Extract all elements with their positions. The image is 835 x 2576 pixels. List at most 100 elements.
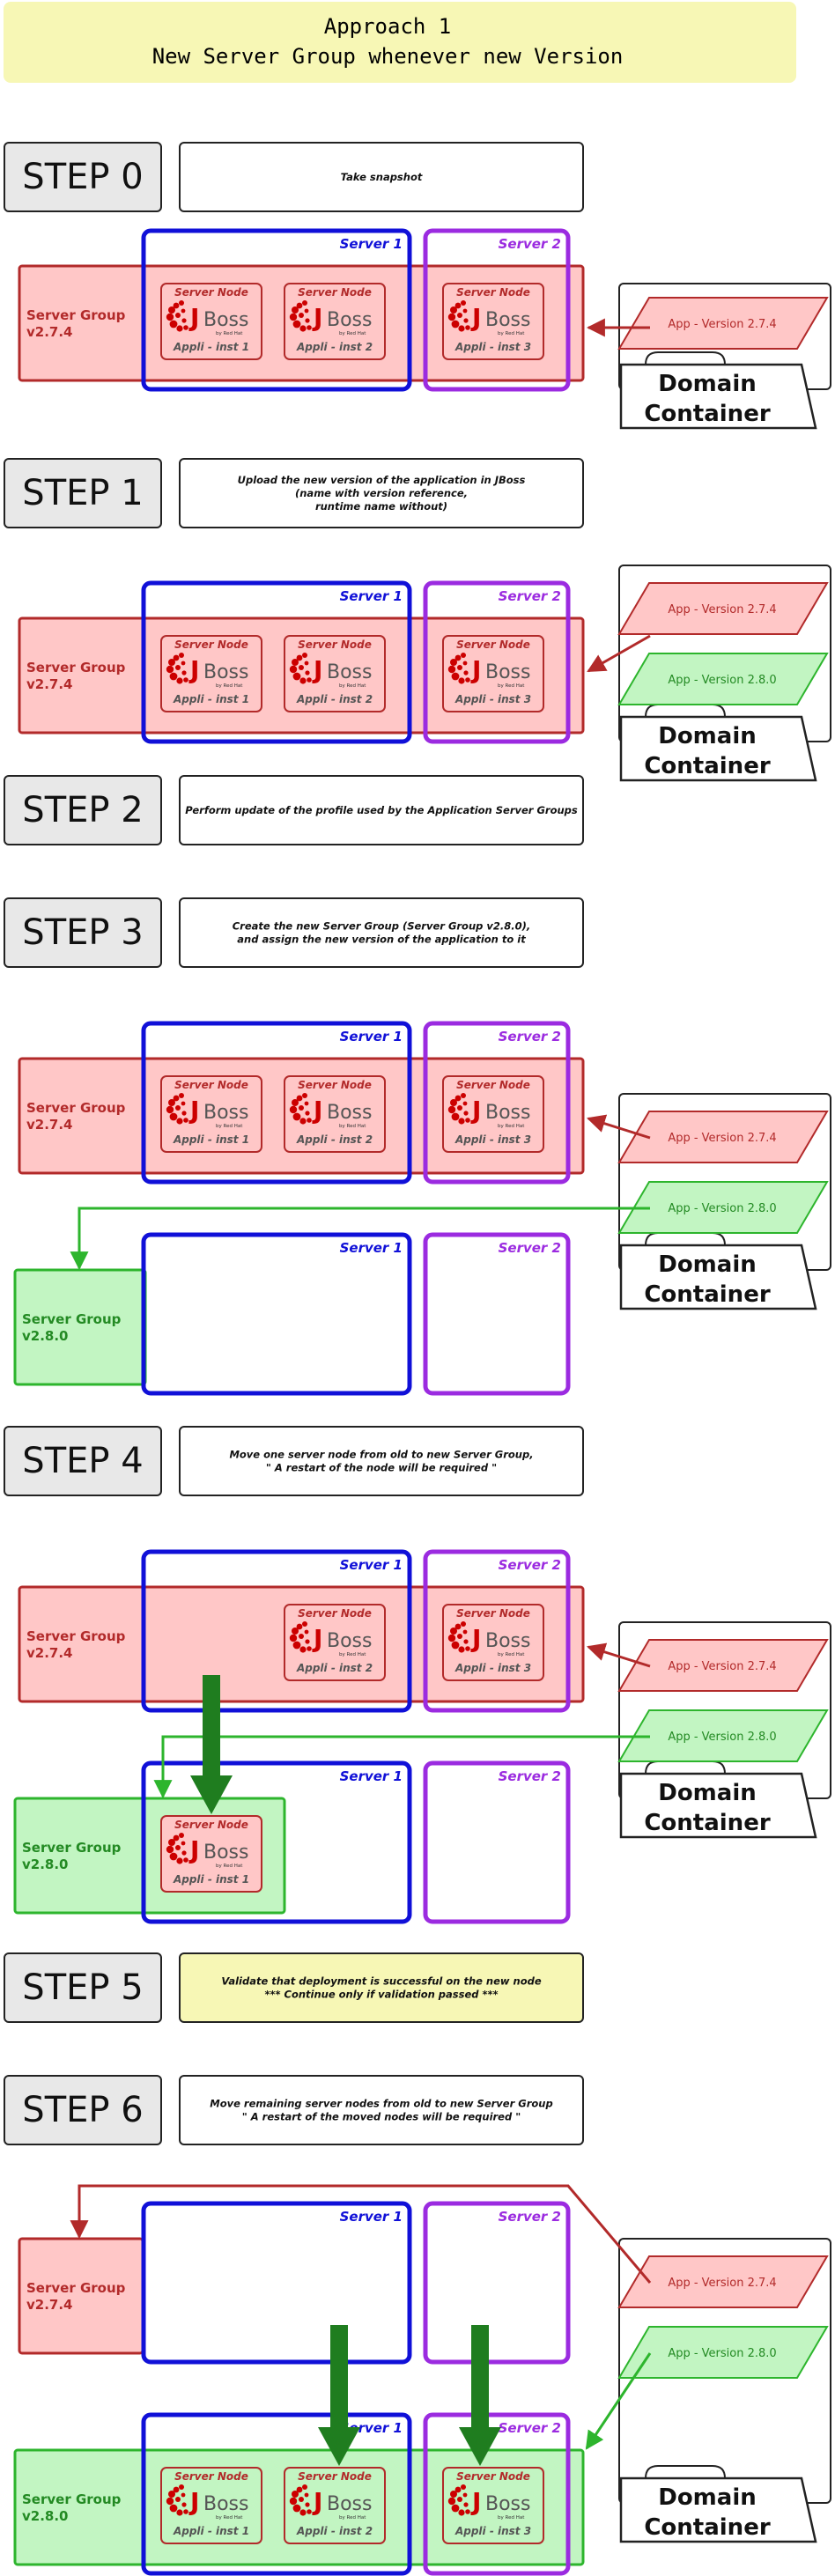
jboss-logo-byline: by Red Hat — [498, 331, 525, 336]
jboss-logo-dot — [461, 2484, 466, 2490]
move-arrow-head — [190, 1775, 233, 1814]
server-2-label: Server 2 — [499, 2209, 561, 2225]
jboss-logo-dot — [292, 659, 299, 666]
step-6-box — [4, 2075, 162, 2145]
server-node-title: Server Node — [298, 286, 372, 299]
server-node-box — [160, 1815, 262, 1893]
jboss-logo-byline: by Red Hat — [339, 1124, 366, 1129]
jboss-logo-byline: by Red Hat — [216, 2515, 243, 2521]
app-version-old: App - Version 2.7.4 — [617, 297, 829, 350]
jboss-logo-dot — [289, 1105, 298, 1114]
jboss-logo-dot — [289, 665, 298, 674]
server-1-frame — [141, 1232, 412, 1396]
server-node-box — [160, 283, 262, 360]
jboss-logo-dot — [299, 2497, 304, 2502]
app-version-label: App - Version 2.8.0 — [668, 2347, 776, 2360]
jboss-logo-dot — [463, 318, 469, 323]
jboss-logo-dot — [450, 2491, 457, 2498]
step-2-label: STEP 2 — [22, 790, 143, 830]
step-3-description-line: Create the new Server Group (Server Grou… — [233, 920, 531, 933]
step-6-description-line: Move remaining server nodes from old to … — [210, 2098, 552, 2110]
server-node-instance: Appli - inst 2 — [296, 341, 373, 353]
server-2-frame — [423, 1549, 571, 1713]
server-node-instance: Appli - inst 3 — [454, 2525, 531, 2537]
jboss-logo-dot — [463, 1111, 469, 1116]
jboss-logo-dot — [292, 672, 301, 681]
jboss-logo-dot — [181, 308, 186, 314]
jboss-logo-dot — [463, 2502, 469, 2507]
jboss-logo-dot — [183, 1118, 188, 1123]
jboss-logo-dot — [299, 313, 304, 318]
header-title: Approach 1 — [324, 14, 452, 39]
jboss-logo-dot — [169, 1852, 178, 1861]
server-node-instance: Appli - inst 2 — [296, 1133, 373, 1146]
jboss-logo-j: J — [470, 1624, 481, 1653]
server-node-instance: Appli - inst 1 — [173, 341, 249, 353]
jboss-logo-dot — [166, 665, 174, 674]
jboss-logo-dot — [447, 1105, 456, 1114]
jboss-logo-dot — [451, 1641, 460, 1650]
app-version-label: App - Version 2.8.0 — [668, 1731, 776, 1744]
server-node-box — [442, 1604, 544, 1681]
server-1-label: Server 1 — [340, 2209, 403, 2225]
header-subtitle: New Server Group whenever new Version — [152, 44, 624, 69]
jboss-logo-dot — [296, 1623, 303, 1630]
jboss-logo-dot — [458, 1118, 465, 1125]
jboss-logo-dot — [179, 300, 184, 306]
server-group-old-version: v2.7.4 — [26, 324, 73, 340]
app-deploy-arrow — [586, 1114, 651, 1140]
server-1-label: Server 1 — [340, 1557, 403, 1573]
jboss-logo-dot — [451, 1112, 460, 1121]
jboss-logo-dot — [292, 320, 301, 328]
app-version-shape — [617, 1709, 829, 1762]
server-node-title: Server Node — [456, 1607, 530, 1620]
step-4-description-line: " A restart of the node will be required… — [266, 1462, 497, 1474]
jboss-logo-byline: by Red Hat — [498, 683, 525, 689]
app-version-label: App - Version 2.7.4 — [668, 318, 776, 331]
jboss-logo-dot — [302, 2484, 307, 2490]
jboss-logo-dot — [457, 665, 462, 670]
server-node-title: Server Node — [456, 1079, 530, 1091]
jboss-logo-dot — [462, 661, 468, 666]
move-arrow-shaft — [471, 2325, 489, 2429]
server-node-title: Server Node — [298, 638, 372, 651]
app-version-label: App - Version 2.7.4 — [668, 603, 776, 616]
jboss-logo-dot — [166, 1845, 174, 1854]
server-1-frame — [141, 580, 412, 744]
jboss-logo-j: J — [470, 303, 481, 332]
app-version-shape — [617, 653, 829, 705]
step-0-description-box — [179, 142, 584, 212]
server-group-old-title: Server Group — [26, 2280, 126, 2296]
step-3-box — [4, 897, 162, 968]
jboss-logo-dot — [447, 2497, 456, 2506]
server-group-old-title: Server Group — [26, 1628, 126, 1644]
server-node-box — [284, 283, 386, 360]
folder-icon — [619, 2476, 817, 2543]
jboss-logo-j: J — [188, 303, 199, 332]
jboss-logo-byline: by Red Hat — [498, 2515, 525, 2521]
app-version-old: App - Version 2.7.4 — [617, 1111, 829, 1163]
jboss-logo-dot — [166, 2497, 174, 2506]
jboss-logo-dot — [175, 665, 181, 670]
jboss-logo-dot — [181, 670, 187, 675]
jboss-logo-dot — [465, 325, 470, 330]
app-version-shape — [617, 2326, 829, 2379]
jboss-logo-j: J — [470, 2487, 481, 2516]
step-5-label: STEP 5 — [22, 1967, 143, 2008]
move-arrow-head — [318, 2427, 360, 2466]
folder-icon — [619, 363, 817, 430]
jboss-logo-dot — [454, 302, 462, 309]
server-node-instance: Appli - inst 1 — [173, 1133, 249, 1146]
step-2-description-line: Perform update of the profile used by th… — [185, 804, 578, 816]
jboss-logo-dot — [173, 2486, 180, 2493]
jboss-logo-dot — [454, 2486, 462, 2493]
jboss-logo-dot — [175, 1105, 181, 1111]
